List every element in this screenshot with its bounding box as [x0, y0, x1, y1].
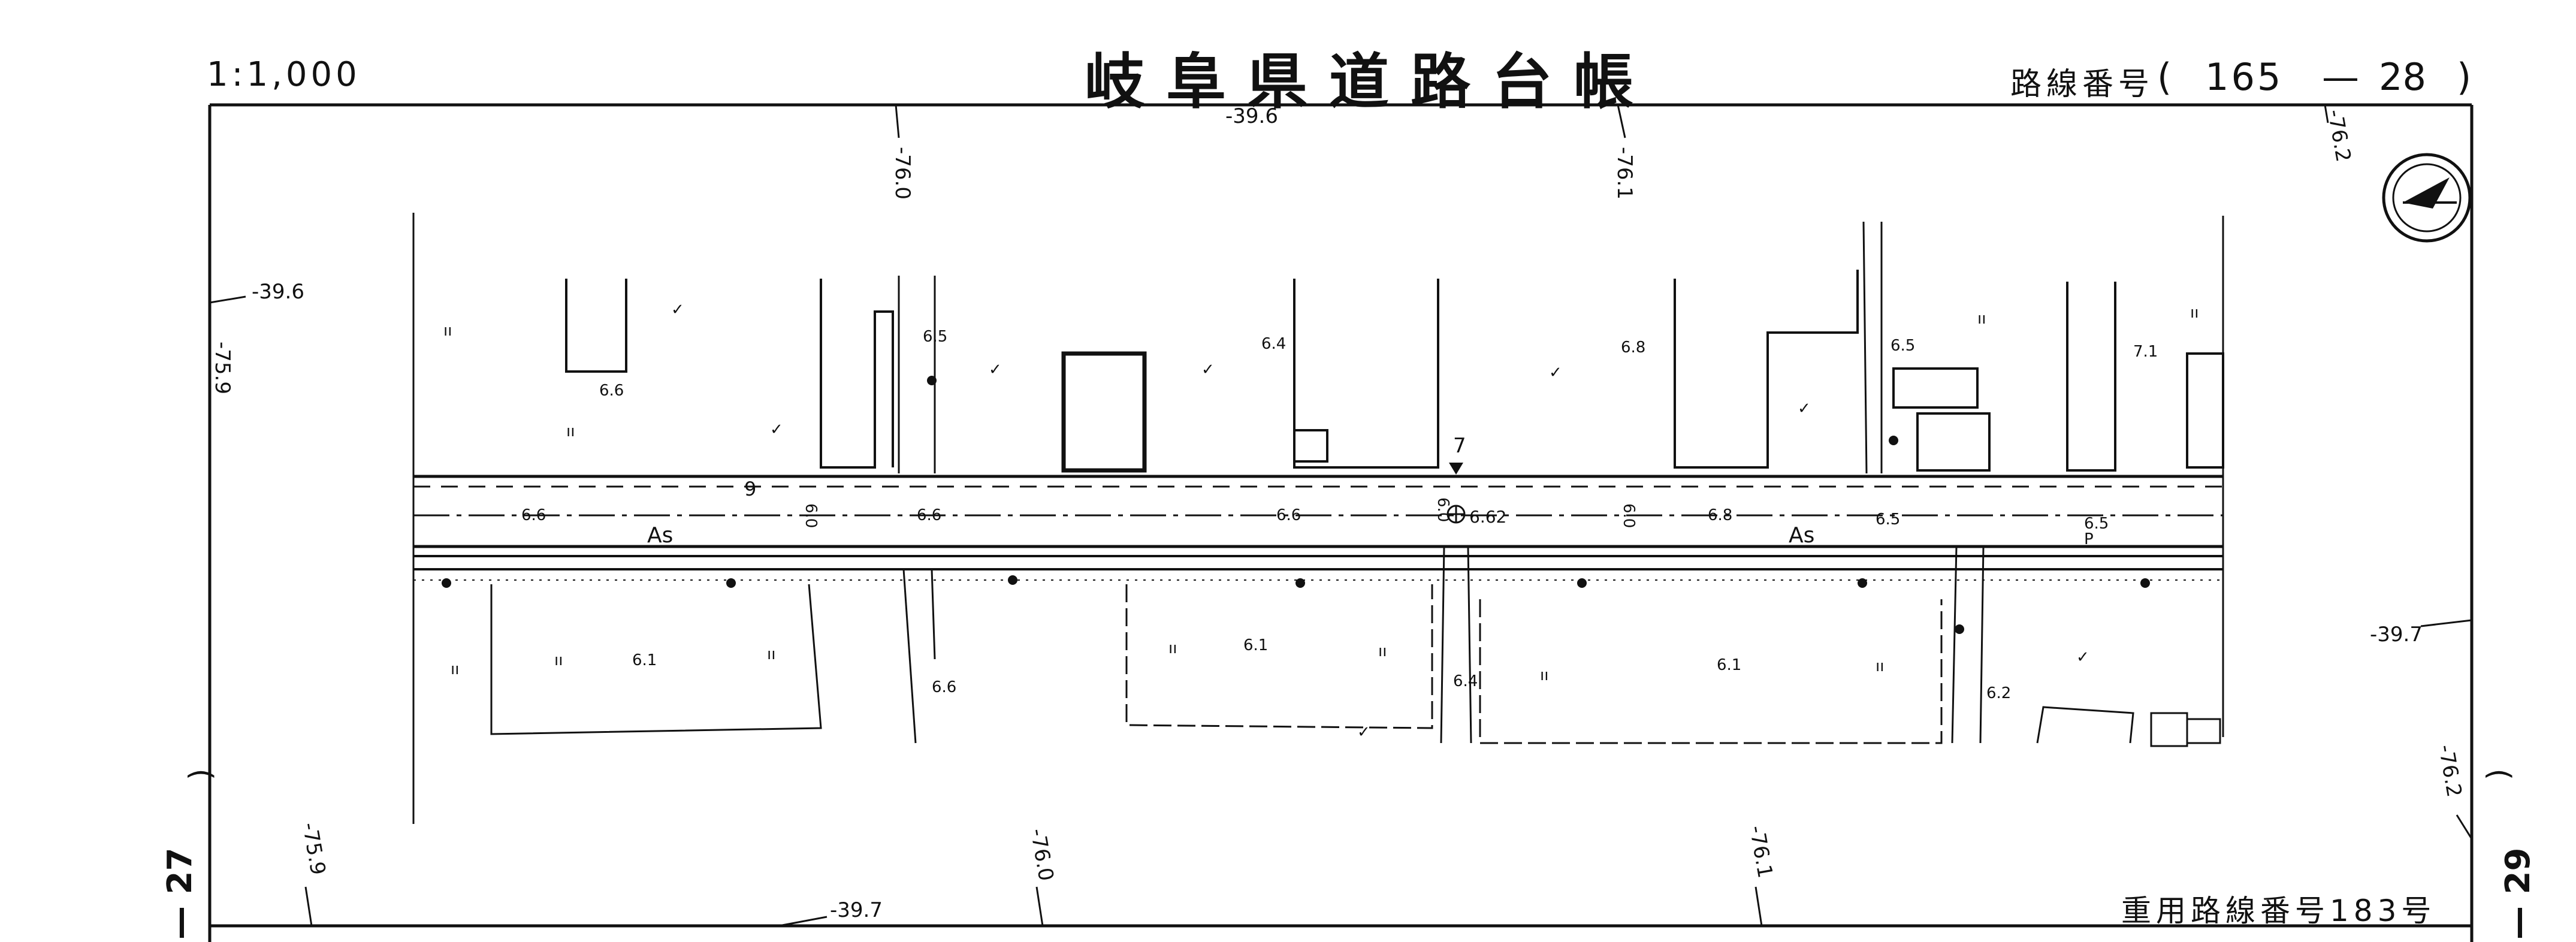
elevation-label: 6.8 — [1621, 339, 1645, 357]
field-symbol: ıı — [2190, 304, 2198, 322]
field-symbol: ✓ — [2076, 648, 2089, 666]
grid-label: -39.6 — [252, 280, 304, 304]
land-use-symbols: ıı ıı ıı ıı ıı ıı ıı ıı ıı ıı ıı ✓ ✓ ✓ ✓… — [443, 301, 2198, 741]
overlap-route-label: 重用路線番号183号 — [2121, 893, 2436, 928]
grid-labels: -39.6 -76.0 -76.1 -76.2 -39.6 -75.9 -39.… — [210, 104, 2466, 922]
sheet-frame — [208, 103, 2474, 942]
elevation-label: 6.5 — [923, 328, 947, 346]
elevation-label: 6.6 — [1276, 506, 1301, 524]
field-symbol: ıı — [443, 322, 452, 340]
scale-label: 1:1,000 — [207, 55, 361, 94]
grid-ticks — [209, 104, 2473, 927]
surface-type-label: As — [1789, 523, 1814, 548]
grid-label: -76.2 — [2433, 743, 2466, 799]
station-marker-icon — [1449, 463, 1463, 475]
field-symbol: ıı — [1540, 666, 1548, 684]
field-symbol: ıı — [1168, 639, 1177, 657]
field-symbol: ıı — [566, 422, 575, 440]
field-symbol: ıı — [767, 645, 775, 663]
grid-label: -39.7 — [2370, 623, 2423, 647]
grid-label: -76.1 — [1744, 824, 1777, 880]
field-symbol: ıı — [1876, 657, 1884, 675]
field-symbol: ıı — [554, 651, 563, 669]
grid-label: -76.0 — [890, 147, 914, 200]
elevation-label: 6.4 — [1261, 335, 1286, 353]
road-corridor — [413, 475, 2223, 581]
elevation-label: 6.5 — [1876, 511, 1900, 529]
bench-mark-value: 6.62 — [1469, 507, 1506, 527]
grid-label: -76.1 — [1612, 147, 1636, 200]
curb-height-label: 6.0 — [1434, 497, 1452, 522]
curb-height-label: 6.0 — [1620, 503, 1638, 528]
grid-label: -39.7 — [830, 898, 883, 922]
km-marker-label: 9 — [744, 478, 756, 500]
spot-elevations: 6.6 6.6 6.6 6.6 6.8 6.5 6.5 6.5 6.4 6.8 … — [521, 328, 2158, 702]
route-paren-open: ( — [2157, 55, 2172, 99]
elevation-label: 6.8 — [1708, 506, 1732, 524]
north-arrow-icon — [2382, 153, 2472, 243]
elevation-label: 6.1 — [1243, 636, 1268, 654]
field-symbol: ✓ — [770, 421, 783, 439]
elevation-label: 6.5 — [2084, 515, 2109, 533]
side-roads — [898, 221, 1985, 744]
elevation-label: 6.6 — [932, 678, 956, 696]
road-labels: As As 7 6.62 9 P — [647, 434, 2094, 548]
field-symbol: ✓ — [1357, 723, 1370, 741]
grid-label: -76.2 — [2323, 108, 2355, 164]
grid-label: -75.9 — [210, 342, 234, 394]
elevation-label: 6.6 — [599, 382, 624, 400]
station-label: 7 — [1453, 434, 1466, 458]
buildings-south — [490, 584, 2221, 747]
elevation-label: 6.2 — [1986, 684, 2011, 702]
field-symbol: ıı — [1977, 310, 1986, 328]
parking-label: P — [2084, 530, 2094, 548]
field-symbol: ✓ — [989, 361, 1002, 379]
surface-type-label: As — [647, 523, 673, 548]
route-number-label: 路線番号 — [2010, 67, 2155, 102]
field-symbol: ıı — [1378, 642, 1387, 660]
route-sub-number: 28 — [2379, 55, 2426, 99]
route-dash: — — [2322, 55, 2359, 99]
field-symbol: ✓ — [1798, 400, 1811, 418]
elevation-label: 6.6 — [917, 506, 941, 524]
route-paren-close: ) — [2457, 55, 2472, 99]
elevation-label: 6.1 — [632, 651, 657, 669]
field-symbol: ✓ — [1549, 364, 1562, 382]
grid-label: -75.9 — [297, 821, 330, 877]
field-symbol: ✓ — [1201, 361, 1215, 379]
curb-height-label: 6.0 — [802, 503, 820, 528]
grid-label: -76.0 — [1025, 827, 1058, 883]
field-symbol: ✓ — [671, 301, 684, 319]
grid-label: -39.6 — [1225, 104, 1278, 128]
elevation-label: 6.6 — [521, 506, 546, 524]
route-main-number: 165 — [2205, 55, 2284, 99]
field-symbol: ıı — [451, 660, 459, 678]
buildings-north — [565, 270, 2224, 473]
elevation-label: 7.1 — [2133, 343, 2158, 361]
utility-poles — [442, 376, 2150, 634]
elevation-label: 6.1 — [1717, 656, 1741, 674]
elevation-label: 6.4 — [1453, 672, 1478, 690]
elevation-label: 6.5 — [1891, 337, 1915, 355]
